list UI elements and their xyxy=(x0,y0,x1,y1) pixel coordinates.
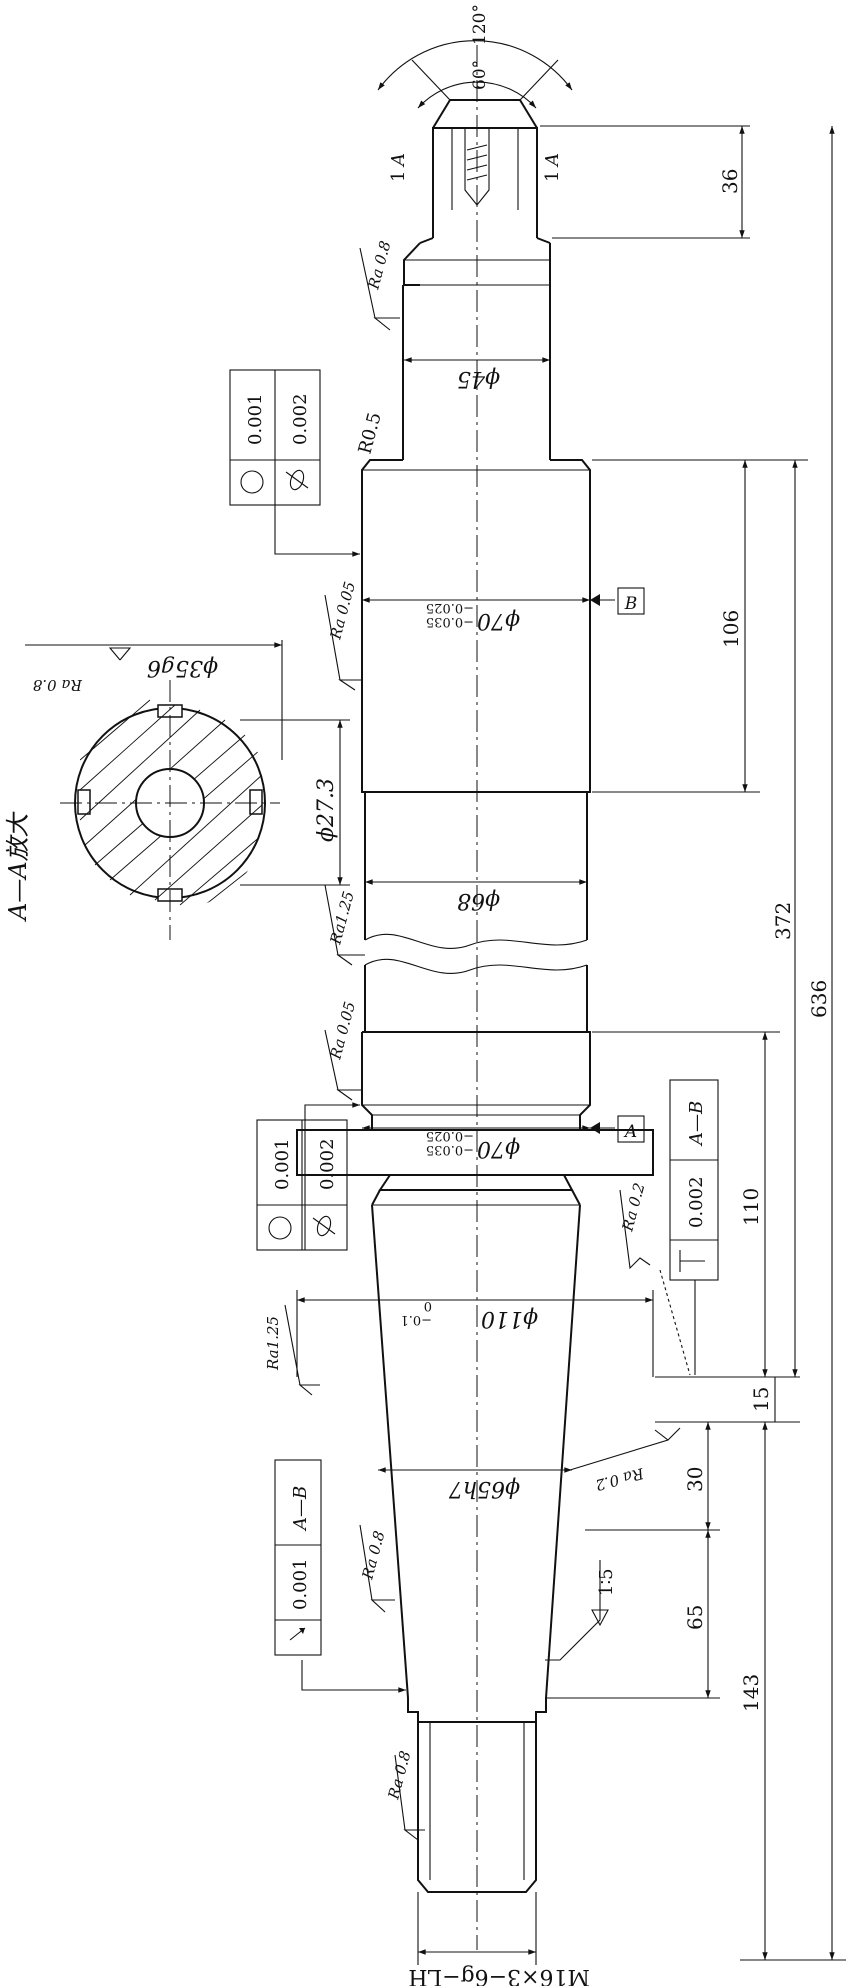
tol-mid-cyl-value: 0.002 xyxy=(317,1138,338,1190)
dia-110-tol-b: −0.1 xyxy=(400,1312,432,1327)
dimension-lines xyxy=(296,40,846,1965)
tol-mid-circ-value: 0.001 xyxy=(272,1138,293,1190)
leaders xyxy=(274,505,696,1693)
roughness-7: Ra 0.2 xyxy=(593,1464,646,1494)
tol-runout-datum: A—B xyxy=(290,1486,311,1532)
roughness-2: Ra 0.05 xyxy=(326,580,359,642)
roughness-symbols xyxy=(108,247,681,1841)
angle-120-label: 120° xyxy=(470,4,490,45)
roughness-1: Ra 0.8 xyxy=(364,239,394,292)
dim-65: 65 xyxy=(683,1605,707,1630)
radius-label: R0.5 xyxy=(355,410,386,456)
section-num-right: 1 xyxy=(542,171,563,182)
section-mark-right: A xyxy=(542,153,563,168)
tol-top-circ-value: 0.001 xyxy=(245,393,266,445)
section-mark-left: A xyxy=(388,153,409,168)
dia-70-upper-tol-a: −0.025 xyxy=(426,600,474,615)
roughness-4: Ra 0.05 xyxy=(326,1000,359,1062)
tol-runout-value: 0.001 xyxy=(290,1558,311,1610)
dim-106: 106 xyxy=(719,610,743,648)
tolerance-frame-top xyxy=(229,369,321,506)
dim-36: 36 xyxy=(718,169,742,194)
roughness-10: Ra 0.8 xyxy=(33,676,83,694)
shaft-outline xyxy=(296,99,654,1893)
tol-perp-value: 0.002 xyxy=(686,1176,707,1228)
dia-70-lower-label: ϕ70 xyxy=(477,1136,520,1161)
dia-65h7-label: ϕ65h7 xyxy=(449,1476,520,1501)
dim-15: 15 xyxy=(749,1387,773,1412)
angle-60-label: 60° xyxy=(470,60,490,90)
dia-70-lower-tol-b: −0.035 xyxy=(426,1142,474,1157)
dia-110-label: ϕ110 xyxy=(481,1306,538,1331)
section-aa-view xyxy=(25,640,350,940)
dia-70-lower-tol-a: −0.025 xyxy=(426,1128,474,1143)
datum-a-marker xyxy=(590,1115,645,1143)
section-title: A—A放大 xyxy=(4,811,32,922)
tolerance-frame-perp xyxy=(669,1079,719,1281)
dim-372: 372 xyxy=(771,902,795,940)
dia-35g6-label: ϕ35g6 xyxy=(147,655,218,680)
dim-110: 110 xyxy=(739,1188,763,1226)
dia-27-3-label: ϕ27.3 xyxy=(314,778,339,842)
roughness-9: Ra 0.8 xyxy=(384,1749,414,1802)
dia-68-label: ϕ68 xyxy=(457,888,500,913)
dim-143: 143 xyxy=(739,1674,763,1712)
tolerance-frame-mid xyxy=(256,1119,348,1251)
dia-70-upper-label: ϕ70 xyxy=(477,608,520,633)
dim-636: 636 xyxy=(807,980,831,1018)
dia-45-label: ϕ45 xyxy=(457,366,500,391)
section-num-left: 1 xyxy=(388,171,409,182)
taper-label: 1∶5 xyxy=(596,1568,617,1596)
tolerance-frame-runout xyxy=(274,1459,322,1656)
roughness-6: Ra1.25 xyxy=(264,1316,282,1371)
datum-a-label: A xyxy=(623,1122,637,1142)
thread-label: M16×3−6g−LH xyxy=(408,1964,590,1986)
datum-b-label: B xyxy=(624,594,638,614)
dim-30: 30 xyxy=(683,1467,707,1492)
dia-110-tol-a: 0 xyxy=(424,1298,432,1313)
roughness-8: Ra 0.8 xyxy=(358,1529,388,1582)
tol-top-cyl-value: 0.002 xyxy=(290,393,311,445)
dia-70-upper-tol-b: −0.035 xyxy=(426,614,474,629)
tol-perp-datum: A—B xyxy=(686,1101,707,1147)
datum-b-marker xyxy=(590,587,645,615)
